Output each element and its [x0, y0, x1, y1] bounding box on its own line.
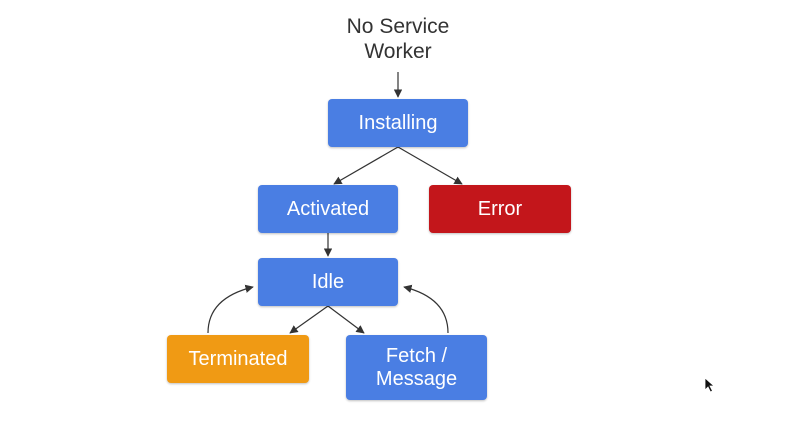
node-fetch-message: Fetch / Message [346, 335, 487, 400]
node-installing-label: Installing [358, 111, 438, 134]
node-error: Error [429, 185, 571, 233]
mouse-cursor-icon [704, 377, 716, 393]
edge-installing-to-activated [333, 146, 399, 185]
edge-fetch-to-idle [403, 284, 449, 334]
node-fetch-message-label: Fetch / Message [375, 344, 458, 390]
edge-idle-to-terminated [289, 305, 329, 334]
node-terminated-label: Terminated [188, 347, 288, 370]
node-terminated: Terminated [167, 335, 309, 383]
start-state-label: No Service Worker [346, 15, 450, 63]
node-error-label: Error [477, 197, 523, 220]
edge-installing-to-error [397, 146, 463, 185]
edge-idle-to-fetch [327, 305, 365, 334]
node-installing: Installing [328, 99, 468, 147]
node-activated: Activated [258, 185, 398, 233]
node-activated-label: Activated [286, 197, 370, 220]
node-idle-label: Idle [311, 270, 345, 293]
edge-terminated-to-idle [207, 284, 254, 334]
node-idle: Idle [258, 258, 398, 306]
